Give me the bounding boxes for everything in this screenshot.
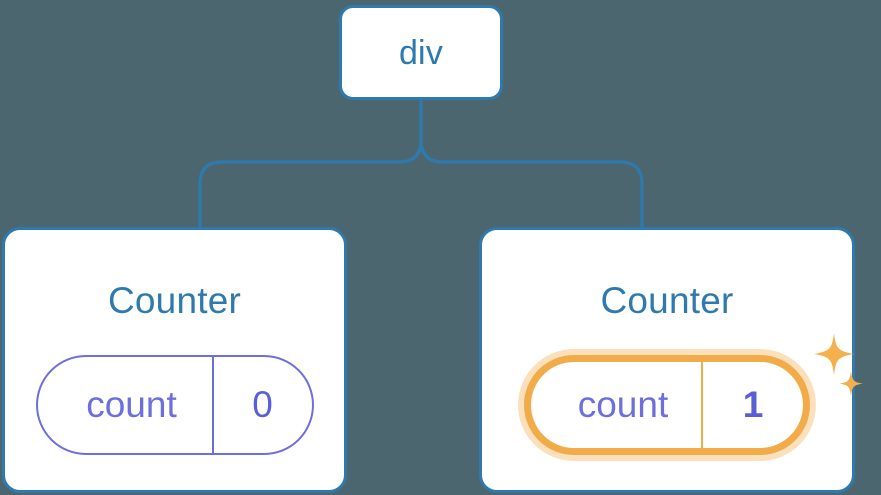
connector-right <box>419 98 644 230</box>
state-key-cell-right: count <box>531 362 701 448</box>
state-value-cell-right: 1 <box>701 362 803 448</box>
sparkle-small-icon <box>839 371 863 396</box>
state-value-left: 0 <box>252 384 273 425</box>
state-pill-right[interactable]: count 1 <box>524 355 810 455</box>
state-pill-wrap-left: count 0 <box>35 355 314 455</box>
state-value-cell-left: 0 <box>211 357 312 453</box>
state-pill-wrap-right: count 1 <box>524 333 863 455</box>
connector-left <box>198 98 423 230</box>
node-counter-right-title: Counter <box>600 280 734 321</box>
node-root-label: div <box>398 33 444 72</box>
state-value-right: 1 <box>742 384 764 425</box>
state-key-cell-left: count <box>38 357 212 453</box>
state-key-left: count <box>86 384 177 425</box>
node-root[interactable]: div <box>339 5 503 100</box>
sparkles-group <box>804 329 874 409</box>
state-key-right: count <box>577 384 669 425</box>
sparkle-icon <box>814 333 854 375</box>
node-counter-left[interactable]: Counter count 0 <box>2 227 347 493</box>
node-counter-right[interactable]: Counter count 1 <box>479 227 863 493</box>
node-counter-left-title: Counter <box>107 280 242 321</box>
state-pill-left[interactable]: count 0 <box>35 355 314 455</box>
